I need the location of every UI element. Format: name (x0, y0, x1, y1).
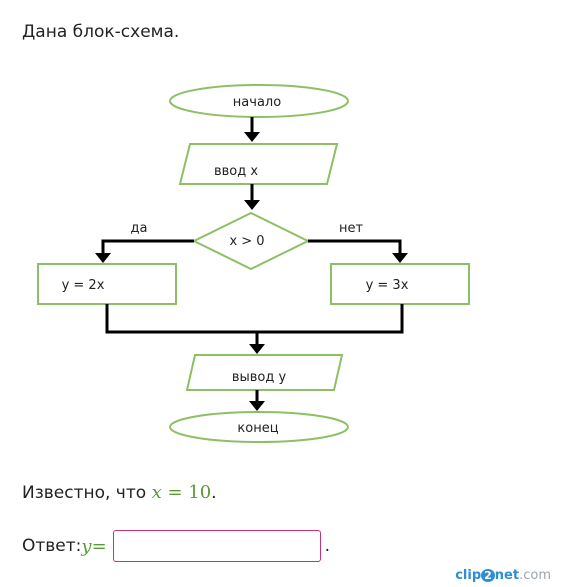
watermark-part4: .com (519, 568, 551, 583)
start-label: начало (233, 95, 281, 110)
merge-line (105, 304, 404, 334)
known-condition: Известно, что x = 10. (22, 482, 217, 503)
answer-input[interactable] (112, 530, 321, 562)
condition-block (191, 211, 311, 271)
arrowhead (95, 253, 111, 263)
answer-eq: = (91, 535, 107, 557)
yes-process-block (37, 263, 177, 305)
known-var: x (151, 482, 162, 503)
arrowhead (249, 401, 265, 411)
condition-label: х > 0 (229, 234, 264, 249)
no-label: нет (339, 221, 363, 236)
end-terminal (169, 411, 349, 443)
input-label: ввод х (214, 164, 258, 179)
arrowhead (249, 344, 265, 354)
watermark-part2: 2 (481, 569, 495, 582)
output-block (185, 354, 344, 391)
known-value: 10 (188, 482, 212, 503)
answer-suffix: . (324, 536, 331, 556)
known-suffix: . (211, 483, 217, 503)
start-terminal (169, 84, 349, 118)
answer-label: Ответ: (22, 536, 82, 556)
yes-label: да (131, 221, 148, 236)
no-branch-line (308, 239, 402, 256)
input-block (178, 143, 339, 185)
watermark-part1: clip (455, 568, 482, 583)
flowchart: начало ввод х х > 0 да нет у = 2х у = 3х… (37, 84, 470, 443)
known-eq: = (161, 482, 189, 503)
end-label: конец (237, 421, 278, 436)
arrowhead (244, 132, 260, 142)
yes-process-label: у = 2х (62, 278, 105, 293)
answer-row: Ответ: y = . (22, 530, 330, 562)
arrowhead (244, 200, 260, 210)
yes-branch-line (101, 239, 194, 256)
output-label: вывод у (232, 370, 287, 385)
no-process-block (330, 263, 470, 305)
task-intro: Дана блок-схема. (22, 22, 180, 42)
watermark-part3: net (494, 568, 520, 583)
known-prefix: Известно, что (22, 483, 152, 503)
no-process-label: у = 3х (366, 278, 409, 293)
arrowhead (392, 253, 408, 263)
answer-var: y (81, 535, 92, 557)
